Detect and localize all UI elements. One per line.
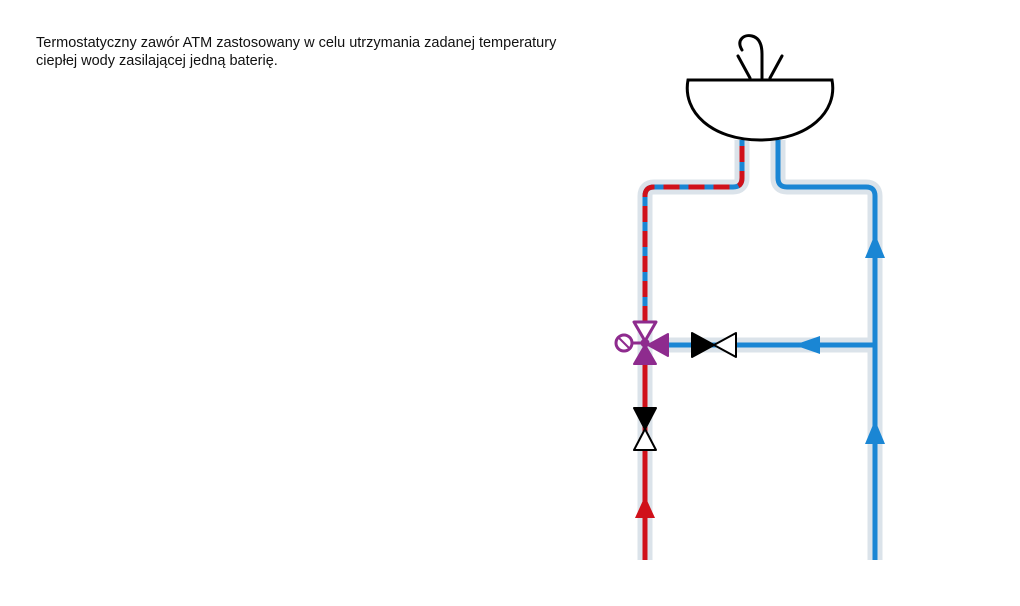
flow-arrows [635, 234, 885, 523]
description-line-2: ciepłej wody zasilającej jedną baterię. [36, 53, 278, 69]
thermostatic-mixing-valve-icon [614, 320, 669, 365]
washbasin-icon [685, 78, 835, 142]
hot-flow-arrow-icon [635, 496, 655, 518]
hot-shutoff-valve-icon [633, 407, 657, 451]
branch-shutoff-valve-icon [691, 332, 737, 358]
mixed-water-pipe [642, 140, 745, 322]
diagram-description: Termostatyczny zawór ATM zastosowany w c… [36, 34, 596, 70]
pipe-sheaths [637, 140, 883, 560]
description-line-1: Termostatyczny zawór ATM zastosowany w c… [36, 35, 557, 51]
faucet-icon [736, 34, 784, 80]
cold-flow-arrow-icon [865, 420, 885, 444]
cold-flow-arrow-icon [865, 234, 885, 258]
branch-flow-arrow-icon [794, 336, 820, 354]
